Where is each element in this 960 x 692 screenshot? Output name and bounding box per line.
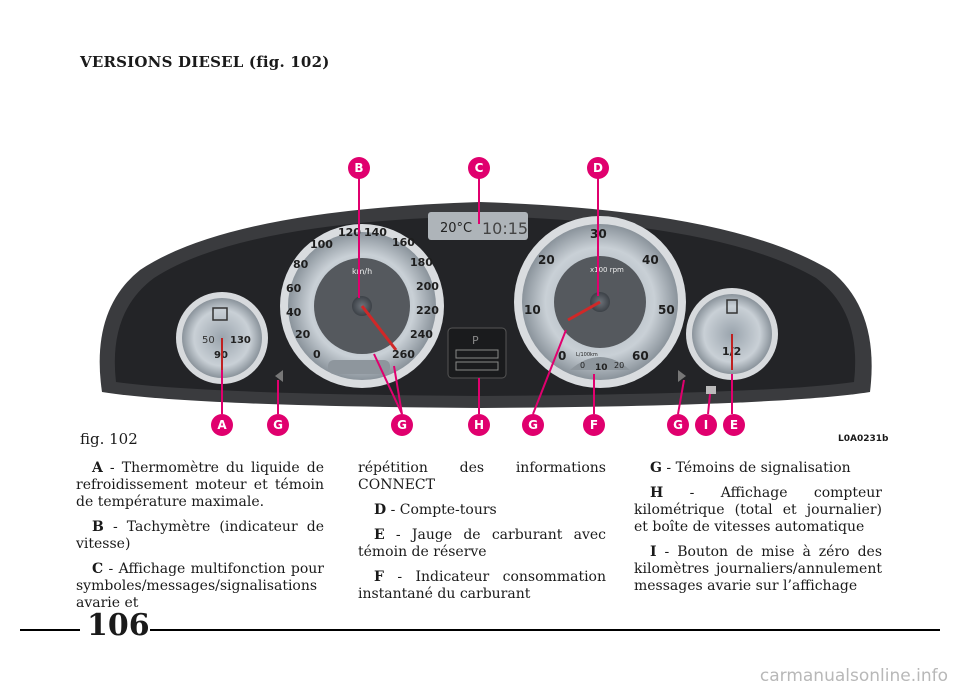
odometer-display: P: [447, 327, 507, 379]
speed-tick: 260: [392, 348, 415, 361]
speed-tick: 120: [338, 226, 361, 239]
legend-item-i: I - Bouton de mise à zéro des kilomètres…: [634, 544, 882, 594]
page-number: 106: [87, 608, 150, 643]
speed-tick: 100: [310, 238, 333, 251]
figure-caption: fig. 102: [80, 430, 138, 448]
footer-rule-left: [20, 629, 80, 631]
trip-reset-button: [706, 386, 716, 394]
speedo-warning-lights: [328, 360, 390, 374]
consumption-gauge: [570, 357, 630, 370]
rpm-tick: 50: [658, 303, 675, 317]
fuel-pump-icon: [726, 299, 738, 314]
callout-g: G: [528, 418, 538, 432]
cons-tick: 20: [614, 361, 624, 370]
rpm-tick: 10: [524, 303, 541, 317]
legend-item-b: B - Tachymètre (indicateur de vitesse): [76, 519, 324, 552]
instrument-panel-figure: 50 130 90 km/h 0 20 40 60 80 100 120 140…: [80, 130, 890, 440]
callout-d: D: [593, 161, 603, 175]
fuel-gauge: 1/2: [686, 288, 778, 380]
speed-tick: 80: [293, 258, 309, 271]
multifunction-display: 20°C 10:15: [428, 212, 528, 240]
speed-tick: 20: [295, 328, 311, 341]
turn-left-icon: [275, 370, 283, 382]
rpm-unit: x100 rpm: [590, 266, 624, 274]
legend-item-a: A - Thermomètre du liquide de refroidiss…: [76, 460, 324, 510]
footer-rule-right: [150, 629, 940, 631]
speed-tick: 220: [416, 304, 439, 317]
figure-code: L0A0231b: [838, 434, 889, 444]
section-heading: VERSIONS DIESEL (fig. 102): [80, 53, 330, 71]
text-column-1: A - Thermomètre du liquide de refroidiss…: [76, 460, 324, 620]
temperature-gauge: 50 130 90: [176, 292, 268, 384]
speed-tick: 160: [392, 236, 415, 249]
callout-g: G: [673, 418, 683, 432]
cons-tick: 0: [580, 361, 585, 370]
callout-b: B: [354, 161, 363, 175]
rpm-tick: 20: [538, 253, 555, 267]
legend-item-e: E - Jauge de carburant avec témoin de ré…: [358, 527, 606, 560]
rpm-tick: 40: [642, 253, 659, 267]
speed-tick: 60: [286, 282, 302, 295]
callout-a: A: [217, 418, 227, 432]
dashboard-illustration: 50 130 90 km/h 0 20 40 60 80 100 120 140…: [99, 157, 872, 436]
speed-needle: [360, 305, 398, 351]
callout-g: G: [397, 418, 407, 432]
callout-i: I: [704, 418, 708, 432]
speedometer: km/h 0 20 40 60 80 100 120 140 160 180 2…: [280, 224, 444, 388]
display-time: 10:15: [482, 219, 528, 238]
legend-item-d: D - Compte-tours: [374, 502, 497, 518]
consumption-unit: L/100km: [576, 352, 598, 358]
watermark: carmanualsonline.info: [759, 666, 948, 686]
text-column-2: répétition des informations CONNECT D - …: [358, 460, 606, 611]
speed-tick: 180: [410, 256, 433, 269]
callout-f: F: [590, 418, 598, 432]
speed-tick: 0: [313, 348, 321, 361]
legend-item-h: H - Affichage compteur kilométrique (tot…: [634, 485, 882, 535]
speed-tick: 140: [364, 226, 387, 239]
callout-c: C: [475, 161, 484, 175]
speed-tick: 240: [410, 328, 433, 341]
temp-tick-130: 130: [230, 335, 251, 346]
rpm-tick: 0: [558, 349, 566, 363]
rpm-needle: [567, 300, 601, 322]
temp-tick-50: 50: [202, 335, 215, 346]
text-column-3: G - Témoins de signalisation H - Afficha…: [634, 460, 882, 603]
coolant-icon: [212, 307, 228, 321]
speed-unit: km/h: [352, 267, 372, 276]
gear-indicator: P: [472, 334, 479, 347]
legend-continuation: répétition des informations CONNECT: [358, 460, 606, 493]
callout-e: E: [730, 418, 738, 432]
cons-tick: 10: [595, 363, 608, 373]
callout-g: G: [273, 418, 283, 432]
speed-tick: 40: [286, 306, 302, 319]
rpm-tick: 60: [632, 349, 649, 363]
callout-h: H: [474, 418, 484, 432]
speed-tick: 200: [416, 280, 439, 293]
turn-right-icon: [678, 370, 686, 382]
legend-item-c: C - Affichage multifonction pour symbole…: [76, 561, 324, 611]
tachometer: x100 rpm 0 10 20 30 40 50 60 L/100km 0 1…: [514, 216, 686, 388]
display-temp: 20°C: [440, 221, 472, 236]
temp-tick-90: 90: [214, 350, 228, 361]
legend-item-f: F - Indicateur consommation instantané d…: [358, 569, 606, 602]
legend-item-g: G - Témoins de signalisation: [650, 460, 851, 476]
